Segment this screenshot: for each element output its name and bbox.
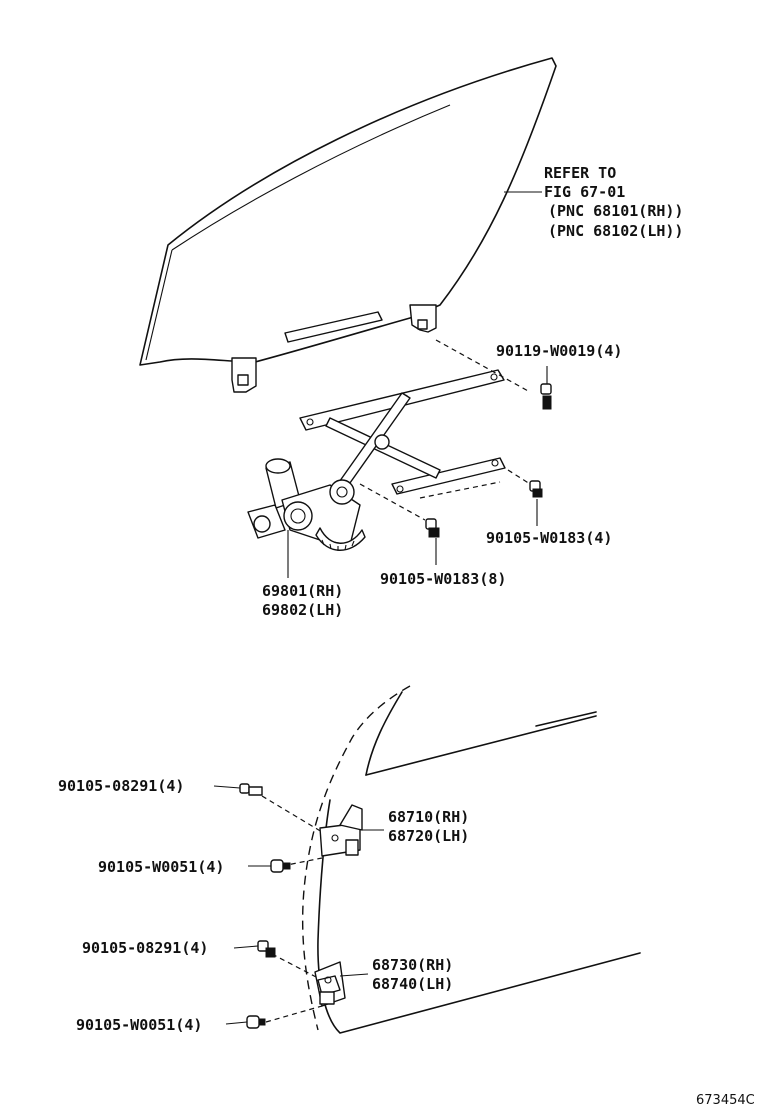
bolt-regulator-right-icon xyxy=(529,480,543,498)
refer-label-line4: (PNC 68102(LH)) xyxy=(548,222,683,240)
bolt-glass-label: 90119-W0019(4) xyxy=(496,342,622,360)
bolt-regulator-center-label: 90105-W0183(8) xyxy=(380,570,506,588)
bolt-glass-icon xyxy=(540,383,552,410)
regulator-rh-label: 69801(RH) xyxy=(262,582,343,600)
regulator-lh-label: 69802(LH) xyxy=(262,601,343,619)
figure-id: 673454C xyxy=(696,1093,755,1108)
upper-hinge-nut-icon xyxy=(270,859,291,873)
upper-hinge-nut-label: 90105-W0051(4) xyxy=(98,858,224,876)
upper-hinge-bolt-label: 90105-08291(4) xyxy=(58,777,184,795)
lower-hinge-nut-label: 90105-W0051(4) xyxy=(76,1016,202,1034)
door-glass xyxy=(139,57,557,393)
upper-hinge xyxy=(319,804,363,857)
lower-hinge-rh-label: 68730(RH) xyxy=(372,956,453,974)
refer-label-line1: REFER TO xyxy=(544,164,616,182)
bolt-regulator-right-label: 90105-W0183(4) xyxy=(486,529,612,547)
upper-hinge-rh-label: 68710(RH) xyxy=(388,808,469,826)
window-regulator xyxy=(247,369,506,551)
lower-hinge xyxy=(314,961,346,1007)
door-outline xyxy=(301,685,641,1034)
refer-label-line2: FIG 67-01 xyxy=(544,183,625,201)
lower-hinge-bolt-label: 90105-08291(4) xyxy=(82,939,208,957)
upper-hinge-lh-label: 68720(LH) xyxy=(388,827,469,845)
lower-hinge-nut-icon xyxy=(246,1015,266,1029)
lower-hinge-lh-label: 68740(LH) xyxy=(372,975,453,993)
bolt-regulator-center-icon xyxy=(425,518,440,538)
refer-label-line3: (PNC 68101(RH)) xyxy=(548,202,683,220)
lower-hinge-bolt-icon xyxy=(257,940,276,958)
upper-hinge-bolt-icon xyxy=(239,783,263,796)
